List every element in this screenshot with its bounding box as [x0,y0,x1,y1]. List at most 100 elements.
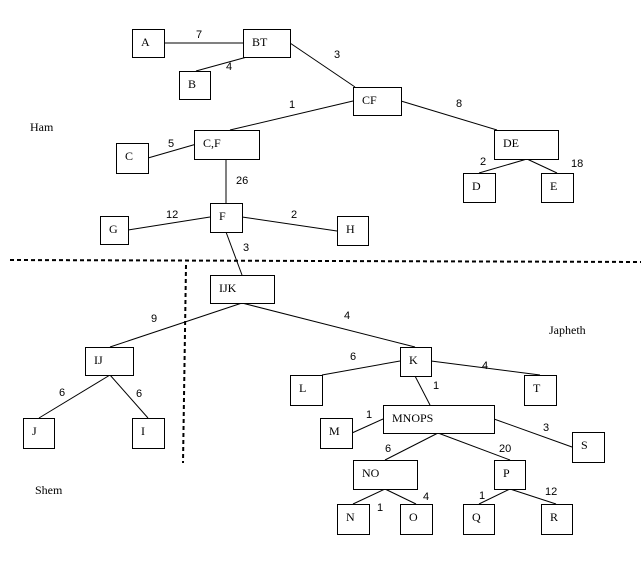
edge-weight-ijk-ij: 9 [151,313,157,325]
node-label-e: E [550,179,557,193]
node-box-h [337,216,369,246]
edge-weight-ij-j: 6 [59,387,65,399]
node-box-k [400,347,432,377]
edge-weight-c_f-f: 26 [236,175,248,187]
edge-de-e [526,158,558,174]
region-label-shem: Shem [35,483,63,497]
edge-no-o [384,488,417,505]
node-a: A [132,29,165,58]
edge-bt-cf [289,42,356,88]
edge-weight-no-n: 1 [377,502,383,514]
node-label-a: A [141,35,150,49]
node-label-ij: IJ [94,353,103,367]
node-r: R [541,504,573,535]
edge-k-t [430,360,541,376]
node-box-t [524,375,557,406]
node-s: S [572,432,605,463]
edge-weight-k-l: 6 [350,351,356,363]
edge-mnops-p [437,432,511,461]
node-label-de: DE [503,136,519,150]
node-label-b: B [188,77,196,91]
node-label-no: NO [362,466,380,480]
node-label-n: N [346,510,355,524]
node-o: O [400,504,433,535]
edge-weight-de-d: 2 [480,156,486,168]
node-box-d [463,173,496,203]
edge-weight-bt-b: 4 [226,61,232,73]
node-label-i: I [141,424,145,438]
edge-mnops-m [351,418,384,434]
edge-no-n [352,488,386,505]
edge-f-h [241,216,338,232]
node-de: DE [494,130,559,160]
edge-weight-mnops-s: 3 [543,422,549,434]
edge-weight-k-t: 4 [482,360,488,372]
node-q: Q [463,504,495,535]
edge-weight-cf-c_f: 1 [289,99,295,111]
node-h: H [337,216,369,246]
node-box-c_f [194,130,260,160]
edge-ij-j [38,374,111,419]
edge-f-g [127,216,211,231]
node-box-b [179,71,211,100]
node-label-s: S [581,438,588,452]
node-box-cf [353,87,402,116]
node-n: N [337,504,370,535]
node-label-q: Q [472,510,481,524]
edge-weight-c_f-c: 5 [168,138,174,150]
edge-weight-no-o: 4 [423,491,429,503]
edge-k-l [321,360,401,376]
node-c: C [116,143,149,174]
edge-cf-c_f [229,100,354,131]
node-i: I [132,418,165,449]
region-label-ham: Ham [30,120,54,134]
node-label-l: L [299,381,306,395]
node-box-g [100,216,129,245]
horizontal-divider [9,259,641,263]
edge-weight-cf-de: 8 [456,98,462,110]
node-label-o: O [409,510,418,524]
node-b: B [179,71,211,100]
edge-weight-ijk-k: 4 [344,310,350,322]
vertical-divider [182,264,187,464]
node-c_f: C,F [194,130,260,160]
edge-weight-de-e: 18 [571,158,583,170]
node-box-l [290,375,323,406]
node-label-c_f: C,F [203,136,221,150]
node-box-m [320,418,353,449]
node-box-ij [85,347,134,376]
edge-p-r [509,488,557,505]
node-box-q [463,504,495,535]
node-label-h: H [346,222,355,236]
region-dividers [9,259,641,464]
node-box-r [541,504,573,535]
node-e: E [541,173,574,203]
edge-weight-mnops-m: 1 [366,409,372,421]
node-m: M [320,418,353,449]
node-label-d: D [472,179,481,193]
node-box-a [132,29,165,58]
node-box-o [400,504,433,535]
node-box-de [494,130,559,160]
node-label-bt: BT [252,35,268,49]
node-label-cf: CF [362,93,377,107]
node-ij: IJ [85,347,134,376]
edge-weight-mnops-p: 20 [499,443,511,455]
edge-weight-f-g: 12 [166,209,178,221]
node-label-j: J [32,424,37,438]
edge-weight-ij-i: 6 [136,388,142,400]
node-d: D [463,173,496,203]
node-label-r: R [550,510,558,524]
node-f: F [210,203,243,233]
node-ijk: IJK [210,275,275,304]
node-box-mnops [383,405,495,434]
node-label-t: T [533,381,541,395]
node-j: J [23,418,55,449]
edge-p-q [478,488,511,505]
edge-weight-bt-cf: 3 [334,49,340,61]
node-p: P [494,460,526,490]
node-box-bt [243,29,291,58]
edge-weight-p-q: 1 [479,490,485,502]
